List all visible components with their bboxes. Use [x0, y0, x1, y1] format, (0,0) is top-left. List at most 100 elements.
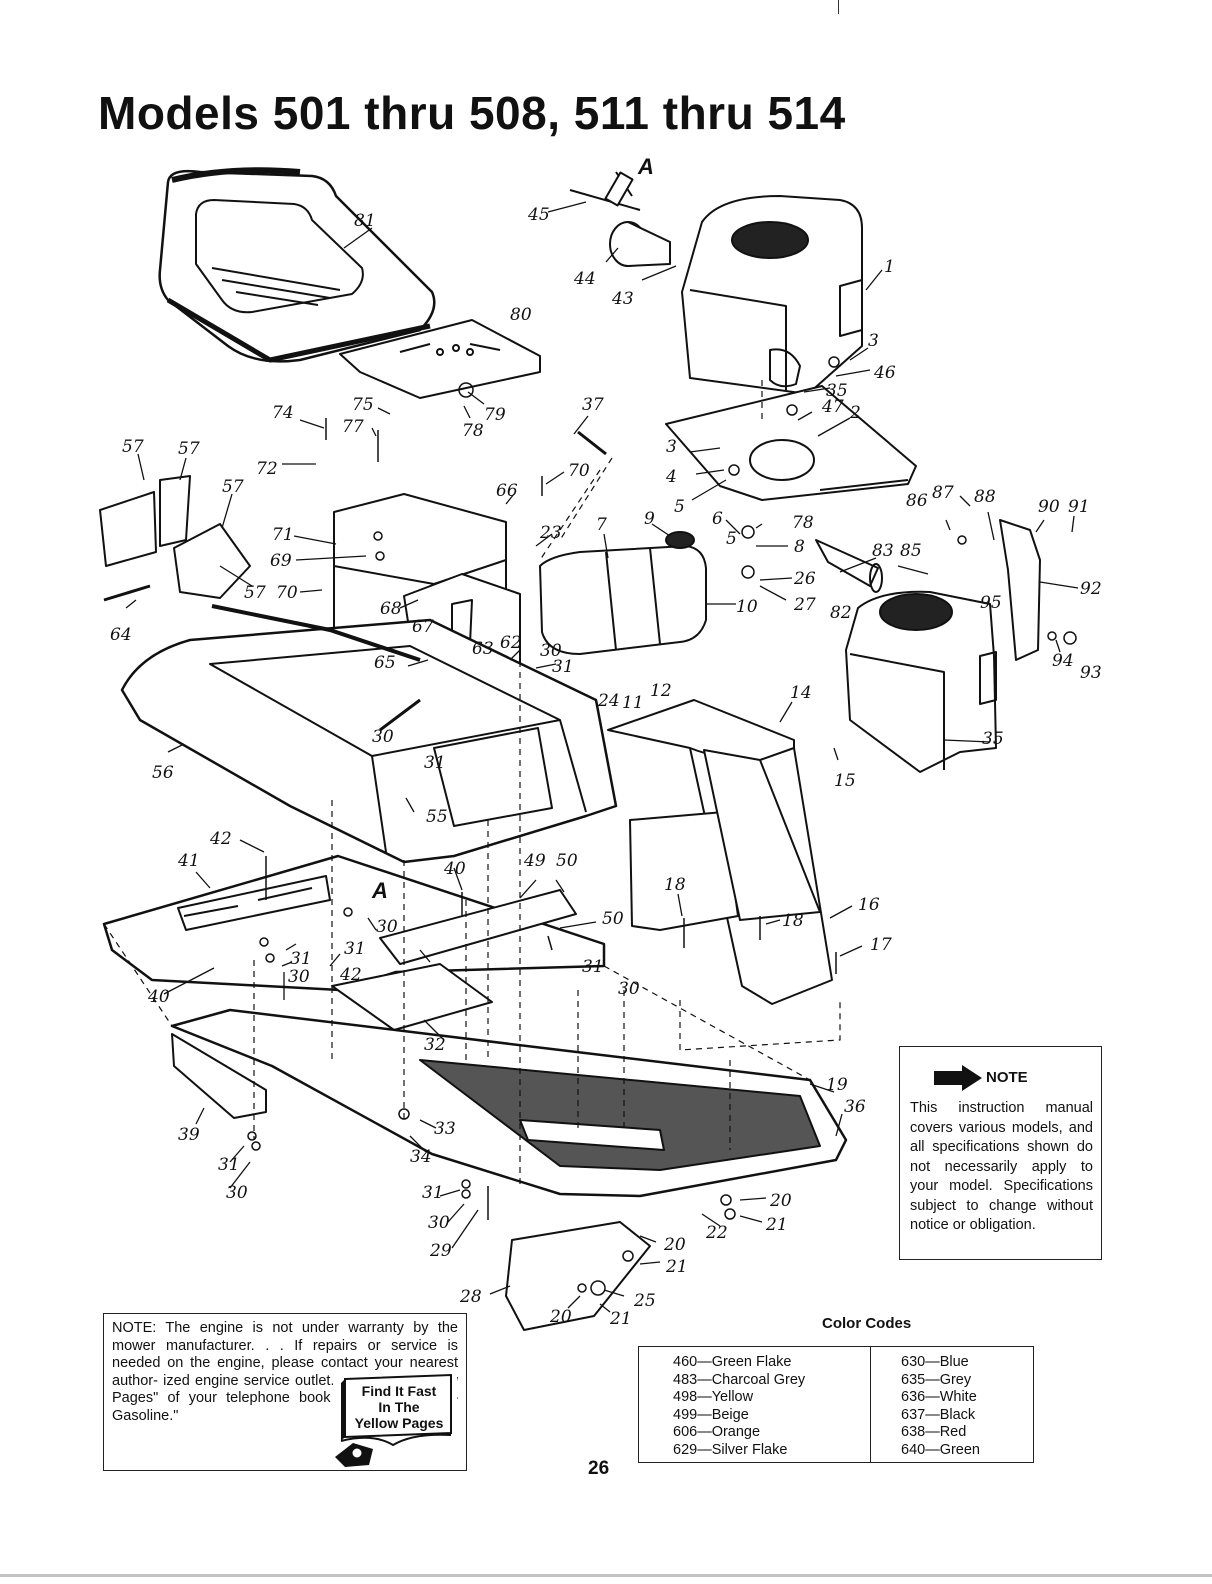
callout-57b: 57 — [178, 439, 200, 459]
callout-9: 9 — [644, 509, 655, 529]
callout-49: 49 — [523, 851, 546, 871]
callout-17: 17 — [870, 935, 892, 955]
callout-31d: 31 — [290, 949, 312, 969]
callout-10: 10 — [736, 597, 758, 617]
callout-85: 85 — [900, 541, 922, 561]
callout-40a: 40 — [443, 859, 466, 879]
color-codes-title: Color Codes — [822, 1315, 912, 1332]
callout-25: 25 — [633, 1291, 656, 1311]
color-code-entry: 630—Blue — [901, 1354, 969, 1370]
badge-line-2: In The — [378, 1399, 420, 1415]
callout-45: 45 — [527, 205, 550, 225]
callout-24: 24 — [597, 691, 620, 711]
note-heading: NOTE — [986, 1069, 1028, 1087]
dash-panel-part — [607, 699, 833, 1005]
callout-46: 46 — [873, 363, 896, 383]
callout-29: 29 — [429, 1241, 452, 1261]
callout-70b: 70 — [276, 583, 298, 603]
callout-31e: 31 — [582, 957, 604, 977]
callout-30f: 30 — [226, 1183, 248, 1203]
callout-20b: 20 — [663, 1235, 686, 1255]
callout-27: 27 — [793, 595, 816, 615]
side-skirt-part — [171, 1033, 267, 1119]
color-code-entry: 636—White — [901, 1389, 977, 1406]
callout-leader-lines — [125, 201, 1079, 1313]
color-code-entry: 629—Silver Flake — [673, 1441, 788, 1458]
color-code-entry: 499—Beige — [673, 1406, 749, 1423]
callout-93: 93 — [1080, 663, 1102, 683]
callout-30e: 30 — [618, 979, 640, 999]
callout-67: 67 — [412, 617, 434, 637]
callout-7: 7 — [596, 515, 607, 535]
arrow-right-icon — [934, 1065, 982, 1091]
callout-95: 95 — [980, 593, 1002, 613]
callout-30a: 30 — [540, 641, 562, 661]
callout-21a: 21 — [765, 1215, 788, 1235]
callout-79: 79 — [484, 405, 506, 425]
color-codes-left-column: 460—Green Flake 483—Charcoal Grey 498—Ye… — [639, 1347, 871, 1462]
page-number: 26 — [588, 1458, 610, 1479]
callout-6: 6 — [712, 509, 723, 529]
scan-edge-rule — [0, 1574, 1212, 1577]
callout-35b: 35 — [982, 729, 1004, 749]
callout-numbers: 81 80 45 44 43 1 3 46 35 47 2 3 4 5 6 5 … — [110, 205, 1102, 1329]
callout-35a: 35 — [826, 381, 848, 401]
yellow-pages-text: Find It Fast In The Yellow Pages — [347, 1383, 451, 1431]
callout-57a: 57 — [122, 437, 144, 457]
callout-28: 28 — [459, 1287, 482, 1307]
callout-31g: 31 — [422, 1183, 444, 1203]
callout-50b: 50 — [602, 909, 624, 929]
callout-5a: 5 — [674, 497, 685, 517]
color-code-entry: 638—Red — [901, 1424, 967, 1441]
callout-78a: 78 — [792, 513, 814, 533]
color-code-entry: 483—Charcoal Grey — [673, 1371, 806, 1388]
callout-63: 63 — [472, 639, 494, 659]
muffler-part — [815, 539, 883, 593]
callout-15: 15 — [834, 771, 856, 791]
callout-64: 64 — [110, 625, 132, 645]
callout-87: 87 — [932, 483, 954, 503]
callout-31f: 31 — [218, 1155, 240, 1175]
callout-33: 33 — [434, 1119, 456, 1139]
page-title: Models 501 thru 508, 511 thru 514 — [98, 87, 846, 139]
callout-56: 56 — [152, 763, 174, 783]
callout-30b: 30 — [372, 727, 394, 747]
callout-36: 36 — [844, 1097, 866, 1117]
callout-43: 43 — [611, 289, 634, 309]
callout-88: 88 — [974, 487, 996, 507]
callout-82: 82 — [830, 603, 852, 623]
callout-3a: 3 — [868, 331, 879, 351]
callout-32: 32 — [424, 1035, 446, 1055]
seat-part — [158, 167, 436, 363]
callout-42b: 42 — [339, 965, 362, 985]
frame-bracket-part — [379, 889, 577, 965]
side-bracket-parts — [99, 475, 251, 599]
callout-2: 2 — [849, 403, 861, 423]
callout-62: 62 — [500, 633, 522, 653]
callout-75: 75 — [352, 395, 374, 415]
callout-70a: 70 — [568, 461, 590, 481]
callout-18a: 18 — [664, 875, 686, 895]
callout-81: 81 — [354, 211, 376, 231]
callout-40b: 40 — [147, 987, 170, 1007]
engine-upper-part — [681, 195, 863, 395]
callout-66: 66 — [496, 481, 518, 501]
callout-77: 77 — [342, 417, 364, 437]
callout-31a: 31 — [552, 657, 574, 677]
callout-20c: 20 — [549, 1307, 572, 1327]
callout-39: 39 — [178, 1125, 200, 1145]
callout-91: 91 — [1068, 497, 1090, 517]
callout-57d: 57 — [244, 583, 266, 603]
callout-16: 16 — [858, 895, 880, 915]
page-tick-mark — [838, 0, 839, 14]
callout-78b: 78 — [462, 421, 484, 441]
callout-31b: 31 — [424, 753, 446, 773]
callout-8: 8 — [794, 537, 805, 557]
engine-mount-plate-part — [665, 385, 917, 501]
callout-11: 11 — [622, 693, 644, 713]
callout-83: 83 — [872, 541, 894, 561]
callout-30c: 30 — [376, 917, 398, 937]
color-code-entry: 640—Green — [901, 1441, 980, 1458]
engine-lower-part — [845, 590, 997, 773]
